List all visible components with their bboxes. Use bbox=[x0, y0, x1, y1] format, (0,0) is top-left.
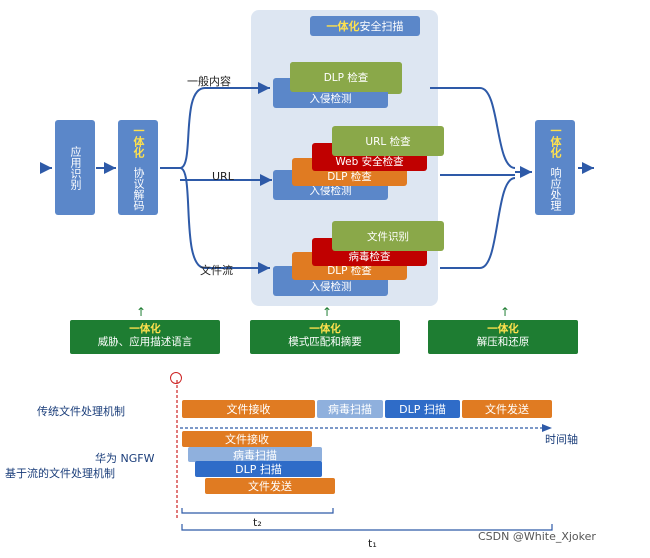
group2-url-check: URL 检查 bbox=[332, 126, 444, 156]
group1-dlp-front: DLP 检查 bbox=[290, 62, 402, 92]
axis-label: 时间轴 bbox=[545, 433, 578, 446]
watermark: CSDN @White_Xjoker bbox=[478, 530, 596, 543]
huawei-step-receive: 文件接收 bbox=[182, 431, 312, 447]
branch-label-url: URL bbox=[212, 170, 234, 183]
huawei-label-2: 基于流的文件处理机制 bbox=[5, 467, 115, 480]
trad-step-send: 文件发送 bbox=[462, 400, 552, 418]
group2-web-label: Web 安全检查 bbox=[335, 156, 404, 168]
green-box-2-title: 一体化 bbox=[309, 323, 341, 335]
huawei-step-send: 文件发送 bbox=[205, 478, 335, 494]
huawei-label-1: 华为 NGFW bbox=[95, 452, 155, 465]
protocol-decode-box: 一体化 协议解码 bbox=[118, 120, 158, 215]
up-arrow-icon: ↑ bbox=[322, 305, 333, 319]
traditional-label: 传统文件处理机制 bbox=[37, 405, 125, 418]
up-arrow-icon: ↑ bbox=[500, 305, 511, 319]
huawei-step-dlp: DLP 扫描 bbox=[195, 461, 322, 477]
panel-title: 一体化安全扫描 bbox=[310, 16, 420, 36]
group1-ips-label: 入侵检测 bbox=[309, 93, 352, 105]
green-box-3-title: 一体化 bbox=[487, 323, 519, 335]
protocol-decode-prefix: 一体化 bbox=[132, 124, 145, 158]
green-box-1-text: 威胁、应用描述语言 bbox=[97, 336, 193, 348]
group3-file-label: 文件识别 bbox=[367, 230, 409, 243]
group2-dlp-label: DLP 检查 bbox=[327, 171, 372, 183]
branch-label-general: 一般内容 bbox=[187, 75, 231, 88]
green-box-pattern-matching: 一体化 模式匹配和摘要 bbox=[250, 320, 400, 354]
panel-title-suffix: 安全扫描 bbox=[359, 20, 404, 33]
group2-ips-label: 入侵检测 bbox=[309, 185, 352, 197]
group3-virus-label: 病毒检查 bbox=[348, 251, 391, 263]
green-box-decompress: 一体化 解压和还原 bbox=[428, 320, 578, 354]
app-identification-box: 应用识别 bbox=[55, 120, 95, 215]
up-arrow-icon: ↑ bbox=[136, 305, 147, 319]
protocol-decode-label: 协议解码 bbox=[132, 166, 145, 211]
stopwatch-icon bbox=[170, 372, 182, 384]
green-box-3-text: 解压和还原 bbox=[476, 336, 530, 348]
response-handling-label: 响应处理 bbox=[549, 166, 562, 211]
app-identification-label: 应用识别 bbox=[69, 145, 82, 190]
green-box-2-text: 模式匹配和摘要 bbox=[288, 336, 362, 348]
panel-title-prefix: 一体化 bbox=[326, 20, 360, 33]
huawei-step-virus: 病毒扫描 bbox=[188, 447, 322, 462]
t2-label: t₂ bbox=[253, 516, 262, 529]
response-handling-prefix: 一体化 bbox=[549, 124, 562, 158]
t1-label: t₁ bbox=[368, 537, 377, 550]
branch-label-file-stream: 文件流 bbox=[200, 264, 233, 277]
green-box-1-title: 一体化 bbox=[129, 323, 161, 335]
response-handling-box: 一体化 响应处理 bbox=[535, 120, 575, 215]
group1-dlp-front-label: DLP 检查 bbox=[323, 71, 369, 84]
trad-step-dlp: DLP 扫描 bbox=[385, 400, 460, 418]
group2-url-label: URL 检查 bbox=[365, 135, 411, 148]
group3-dlp-label: DLP 检查 bbox=[327, 265, 372, 277]
group3-ips-label: 入侵检测 bbox=[309, 281, 352, 293]
group3-file-identify: 文件识别 bbox=[332, 221, 444, 251]
trad-step-receive: 文件接收 bbox=[182, 400, 315, 418]
trad-step-virus: 病毒扫描 bbox=[317, 400, 383, 418]
green-box-threat-language: 一体化 威胁、应用描述语言 bbox=[70, 320, 220, 354]
